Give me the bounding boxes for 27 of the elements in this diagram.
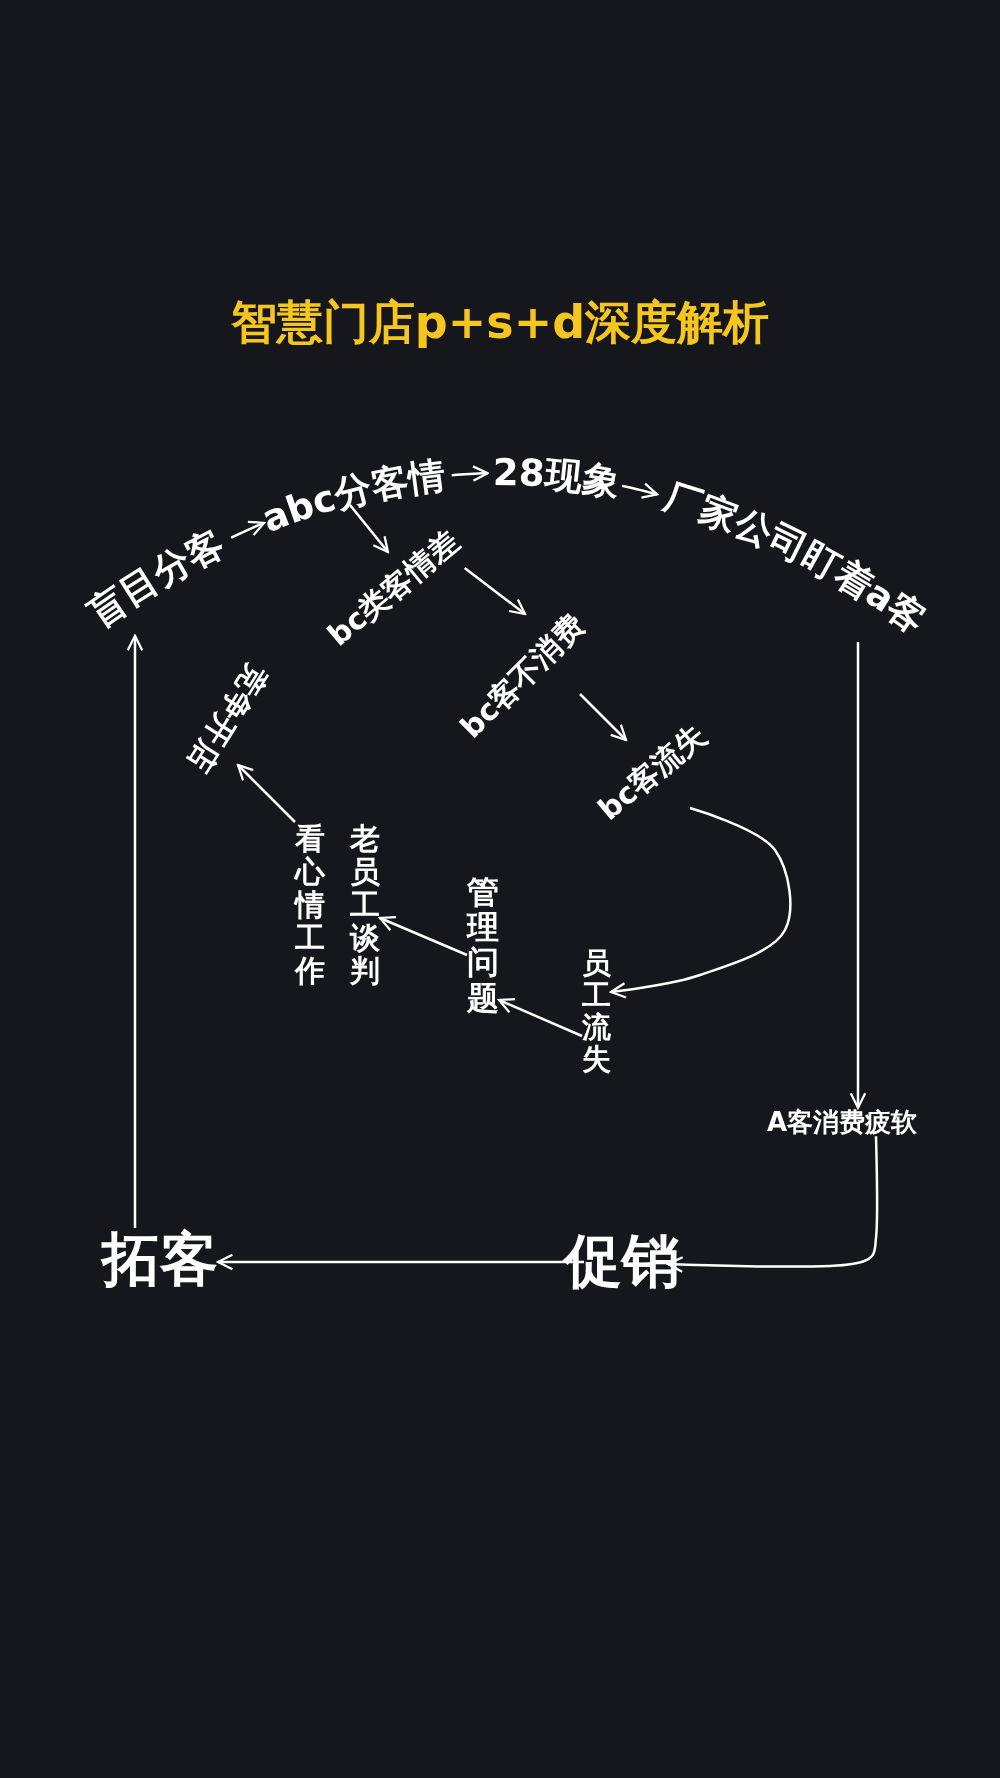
arrow xyxy=(126,634,144,1229)
step-label: 看心情工作 xyxy=(295,822,325,987)
arrow xyxy=(579,693,628,742)
arrow xyxy=(849,641,867,1109)
arrow xyxy=(378,915,468,957)
arrow xyxy=(236,763,296,823)
arrow xyxy=(349,504,390,554)
step-label: 竞争开店 xyxy=(182,658,274,778)
arc-step-label: 28现象 xyxy=(492,450,624,506)
stage-label: 拓客 xyxy=(102,1228,218,1292)
arc-step-label: 厂家公司盯着a客 xyxy=(659,475,934,642)
step-label: bc客流失 xyxy=(591,717,713,827)
arc-step-label: 盲目分客 xyxy=(80,521,231,636)
step-label: 老员工谈判 xyxy=(350,822,380,987)
step-label: 管理问题 xyxy=(467,875,499,1016)
arrow xyxy=(609,806,792,999)
step-label: A客消费疲软 xyxy=(766,1107,918,1137)
arrow xyxy=(216,1253,584,1271)
stage-label: 促销 xyxy=(564,1230,680,1294)
arrow xyxy=(463,567,527,616)
arrow xyxy=(497,998,583,1038)
arrow xyxy=(230,520,266,539)
arrow xyxy=(451,465,489,482)
diagram-title: 智慧门店p+s+d深度解析 xyxy=(229,294,771,351)
arrow xyxy=(621,482,659,499)
step-label: 员工流失 xyxy=(582,948,611,1076)
arrow xyxy=(666,1136,879,1273)
